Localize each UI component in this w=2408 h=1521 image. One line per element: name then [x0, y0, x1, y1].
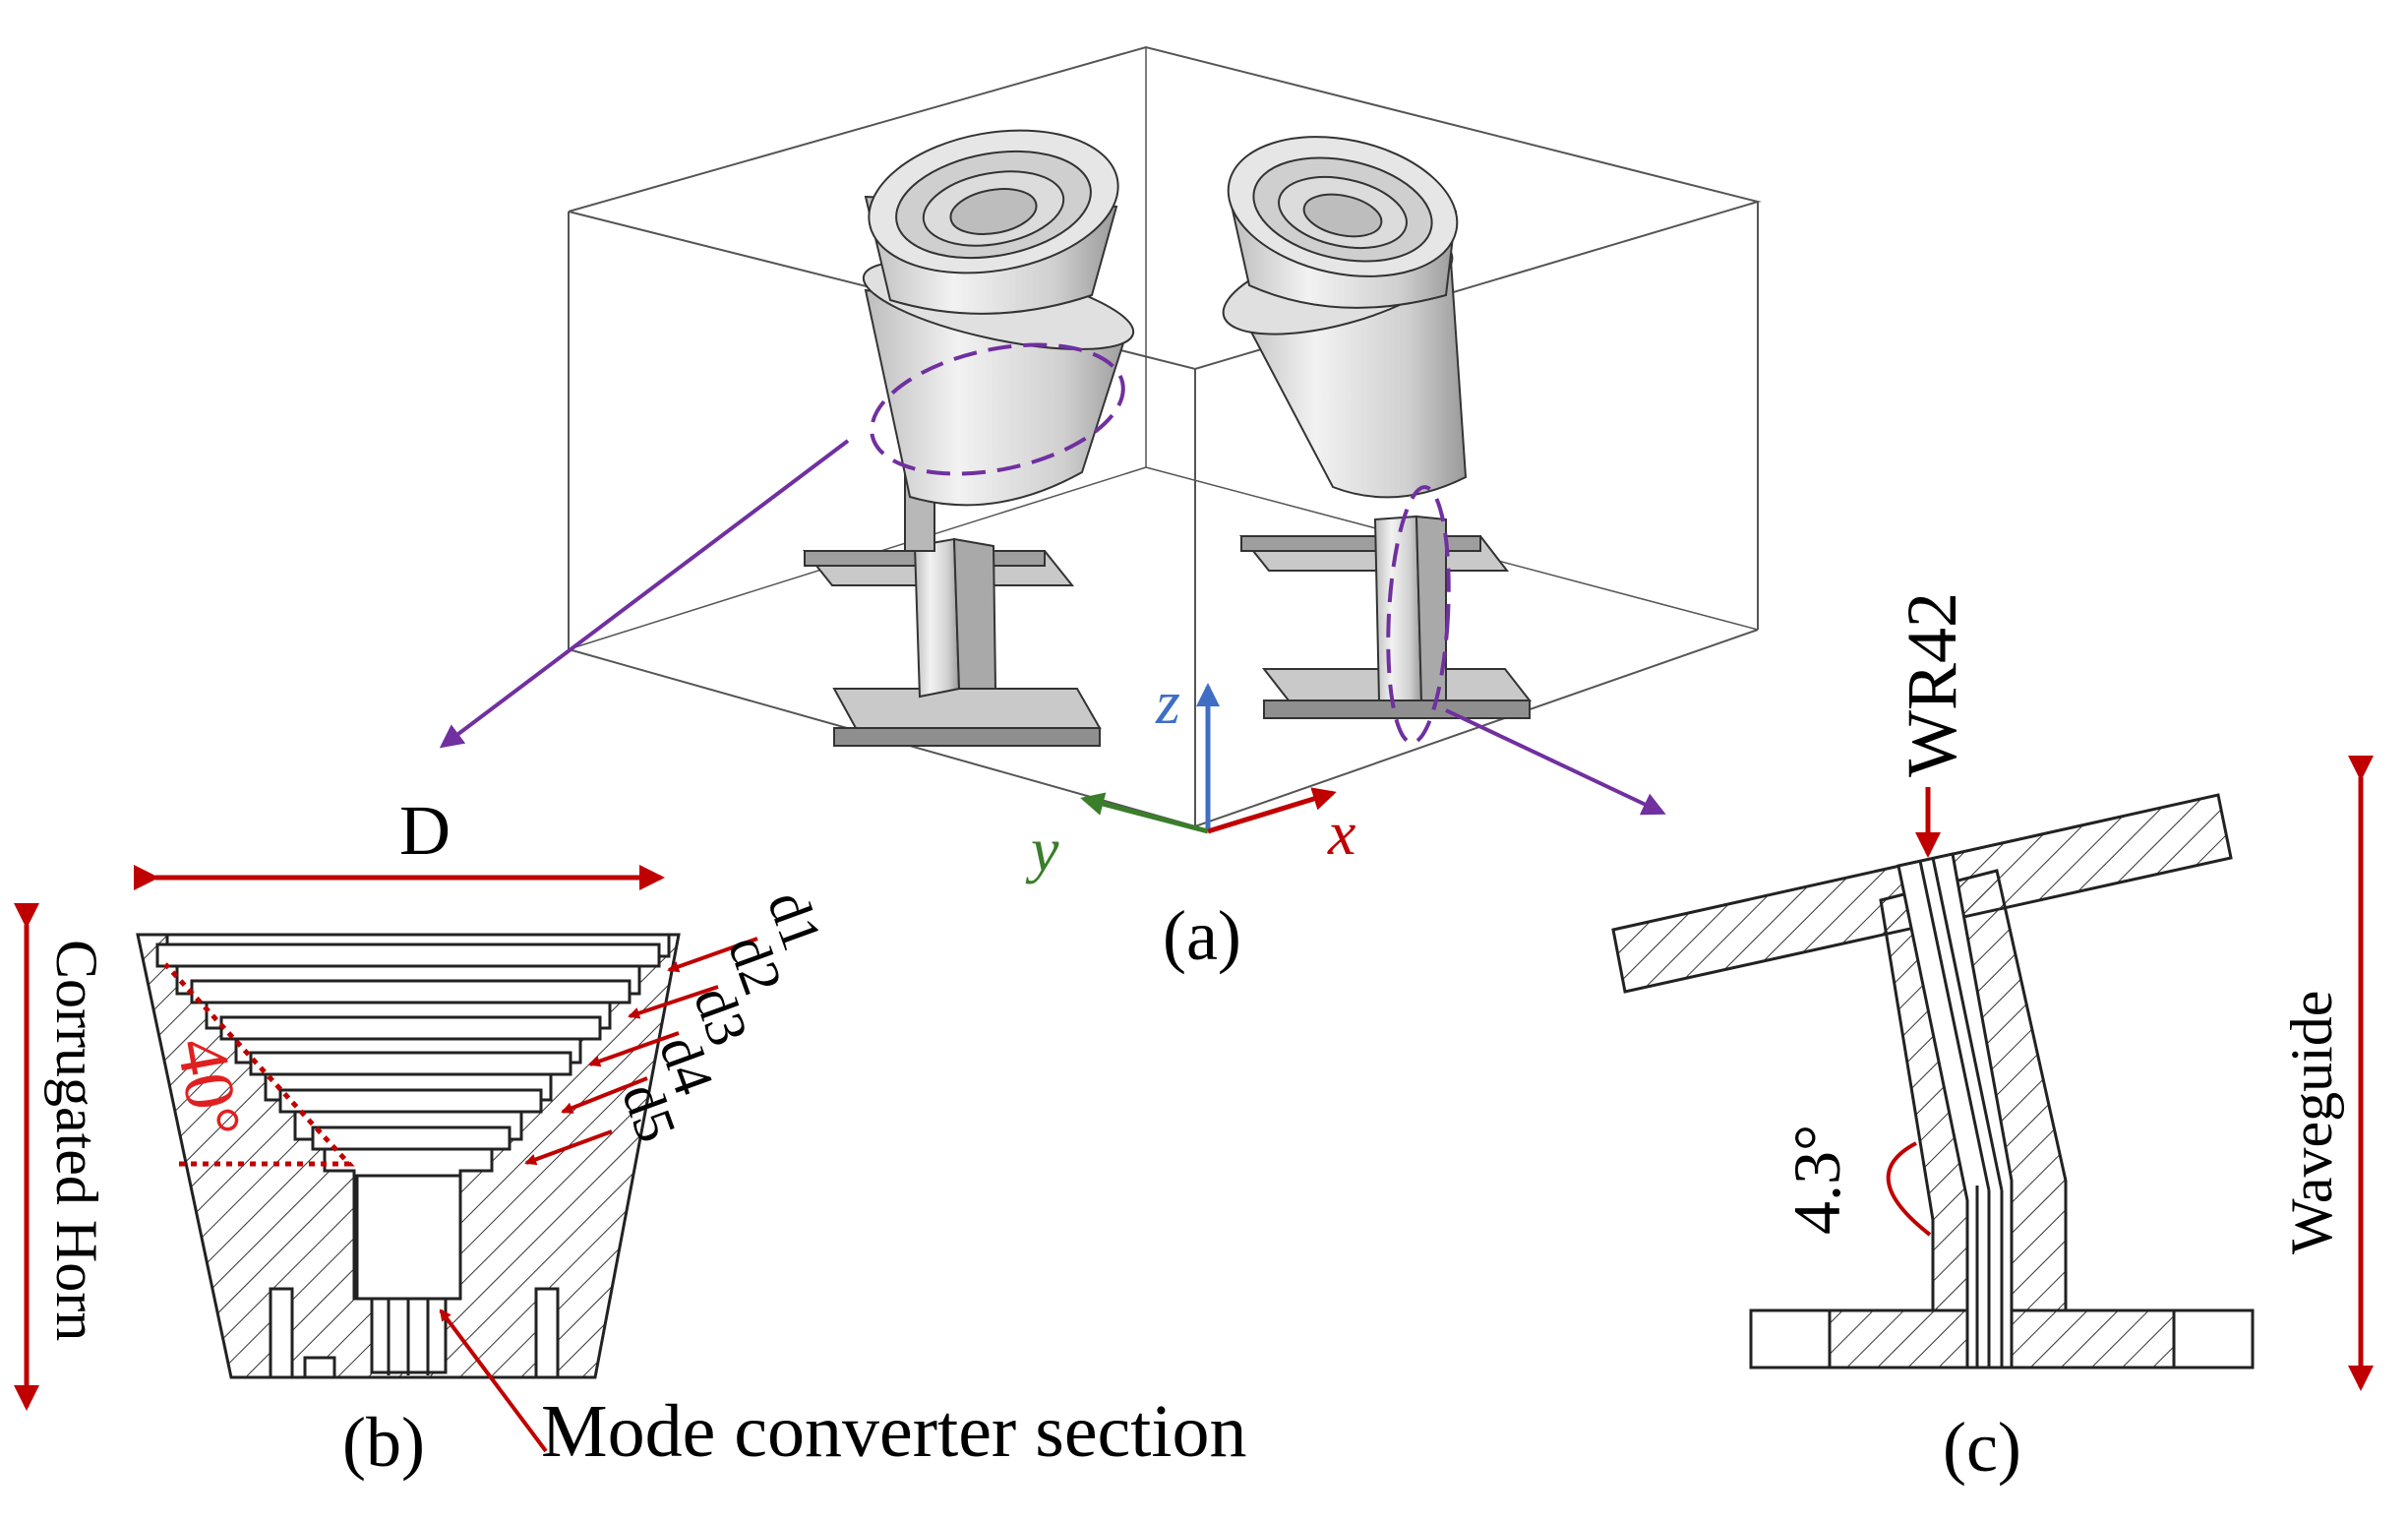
pointer-arrow-to-b: [439, 439, 850, 749]
right-horn-antenna: [1222, 136, 1533, 719]
y-axis-arrow: [1080, 792, 1209, 834]
x-axis-arrow: [1207, 787, 1337, 834]
wr42-label: WR42: [1893, 592, 1971, 777]
leader-d2: [628, 985, 719, 1019]
angle-40-guide: [163, 962, 355, 1167]
panel-a-3d-view: z x y (a): [439, 45, 1762, 975]
caption-b: (b): [342, 1403, 425, 1482]
leader-d5: [524, 1129, 613, 1166]
step-dimension-leaders: [524, 937, 758, 1166]
waveguide-highlight-ellipse: [1386, 485, 1451, 745]
angle-40-label: 40°: [161, 1032, 256, 1143]
corrugated-horn-label: Corrugated Horn: [44, 940, 109, 1341]
caption-a: (a): [1163, 896, 1241, 975]
horn-highlight-ellipse: [870, 342, 1125, 476]
angle-4-3-arc: [1886, 1141, 1932, 1237]
waveguide-cross-section: [1611, 793, 2255, 1369]
panel-b-corrugated-horn-section: D Corrugated Horn 4: [14, 791, 1247, 1482]
horn-cross-section: [136, 933, 681, 1379]
leader-d1: [667, 937, 758, 973]
caption-c: (c): [1943, 1408, 2021, 1487]
mode-converter-label: Mode converter section: [541, 1390, 1247, 1473]
leader-d4: [561, 1076, 648, 1114]
z-axis-label: z: [1155, 667, 1180, 737]
x-axis-label: x: [1327, 798, 1355, 868]
leader-d3: [588, 1031, 680, 1067]
left-horn-antenna: [802, 129, 1135, 747]
waveguide-label: Waveguide: [2279, 991, 2344, 1254]
pointer-arrow-to-c: [1445, 708, 1666, 816]
panel-c-waveguide-section: WR42 4.3° Waveguide (c): [1611, 592, 2374, 1487]
angle-4-3-label: 4.3°: [1779, 1125, 1854, 1235]
y-axis-label: y: [1025, 815, 1059, 884]
mode-converter-leader: [439, 1308, 548, 1453]
dimension-D-label: D: [399, 791, 451, 870]
coordinate-axes: z x y: [1025, 667, 1355, 884]
